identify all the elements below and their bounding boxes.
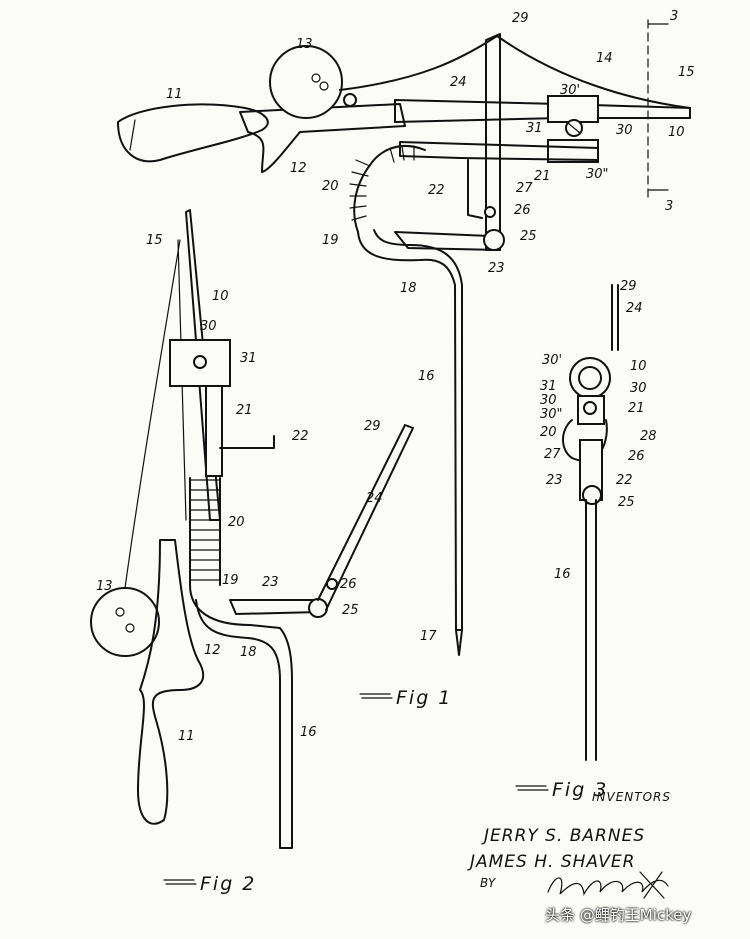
ref-label: 15 (678, 65, 695, 80)
ref-label: 10 (212, 289, 229, 304)
ref-label: 10 (668, 125, 685, 140)
fig3-drawing (562, 284, 619, 761)
ref-label: 13 (96, 579, 113, 594)
ref-label: 30 (540, 393, 557, 408)
ref-label: 16 (300, 725, 317, 740)
ref-label: 21 (628, 401, 645, 416)
ref-label: 24 (366, 491, 383, 506)
ref-label: 29 (364, 419, 381, 434)
ref-label: 20 (322, 179, 339, 194)
ref-label: 25 (618, 495, 635, 510)
ref-label: 21 (534, 169, 551, 184)
fig1-refs: 3 3 29 13 14 15 11 30' 31 30 10 24 12 21… (166, 9, 695, 644)
fig2-refs: 15 10 30 31 21 22 29 24 20 13 19 23 26 2… (96, 233, 383, 744)
ref-label: 30" (586, 167, 609, 182)
ref-label: 23 (488, 261, 505, 276)
ref-label: 25 (520, 229, 537, 244)
ref-label: 12 (290, 161, 307, 176)
fig1-drawing (117, 19, 691, 656)
ref-label: 27 (516, 181, 533, 196)
ref-label: 23 (262, 575, 279, 590)
ref-label: 12 (204, 643, 221, 658)
watermark: 头条 @鲤钓王Mickey (545, 906, 692, 924)
ref-label: 31 (526, 121, 543, 136)
ref-label: 19 (322, 233, 339, 248)
fig3-label: Fig 3 (552, 779, 608, 801)
ref-label: 27 (544, 447, 561, 462)
ref-label: 3 (665, 199, 673, 214)
ref-label: 10 (630, 359, 647, 374)
spring-fig1 (353, 145, 426, 233)
ref-label: 30 (200, 319, 217, 334)
ref-label: 30' (542, 353, 562, 368)
inventor-name: JAMES H. SHAVER (470, 852, 636, 872)
ref-label: 31 (540, 379, 557, 394)
fig3-refs: 29 24 30' 10 31 30 30 30" 21 20 28 27 26… (540, 279, 657, 582)
ref-label: 31 (240, 351, 257, 366)
reel-fig1 (269, 45, 343, 119)
ref-label: 15 (146, 233, 163, 248)
ref-label: 26 (628, 449, 645, 464)
ref-label: 30' (560, 83, 580, 98)
ref-label: 30" (540, 407, 563, 422)
ref-label: 20 (228, 515, 245, 530)
ref-label: 24 (450, 75, 467, 90)
ref-label: 19 (222, 573, 239, 588)
ref-label: 26 (340, 577, 357, 592)
reel-fig2 (90, 587, 160, 657)
ref-label: 18 (240, 645, 257, 660)
ref-label: 14 (596, 51, 613, 66)
fig2-drawing (90, 209, 414, 849)
ref-label: 16 (554, 567, 571, 582)
by-label: BY (480, 876, 496, 890)
ref-label: 30 (630, 381, 647, 396)
ref-label: 17 (420, 629, 437, 644)
inventor-name: JERRY S. BARNES (484, 826, 646, 846)
ref-label: 24 (626, 301, 643, 316)
ref-label: 28 (640, 429, 657, 444)
inventors-label: INVENTORS (592, 790, 672, 804)
fig1-label: Fig 1 (396, 687, 452, 709)
ref-label: 30 (616, 123, 633, 138)
ref-label: 3 (670, 9, 678, 24)
ref-label: 29 (512, 11, 529, 26)
ref-label: 22 (616, 473, 633, 488)
ref-label: 11 (178, 729, 195, 744)
ref-label: 26 (514, 203, 531, 218)
attorney-signature (547, 871, 669, 899)
ref-label: 29 (620, 279, 637, 294)
ref-label: 20 (540, 425, 557, 440)
ref-label: 25 (342, 603, 359, 618)
ref-label: 22 (292, 429, 309, 444)
ref-label: 18 (400, 281, 417, 296)
ref-label: 21 (236, 403, 253, 418)
ref-label: 22 (428, 183, 445, 198)
ref-label: 11 (166, 87, 183, 102)
fig2-label: Fig 2 (200, 873, 256, 895)
ref-label: 16 (418, 369, 435, 384)
ref-label: 23 (546, 473, 563, 488)
ref-label: 13 (296, 37, 313, 52)
